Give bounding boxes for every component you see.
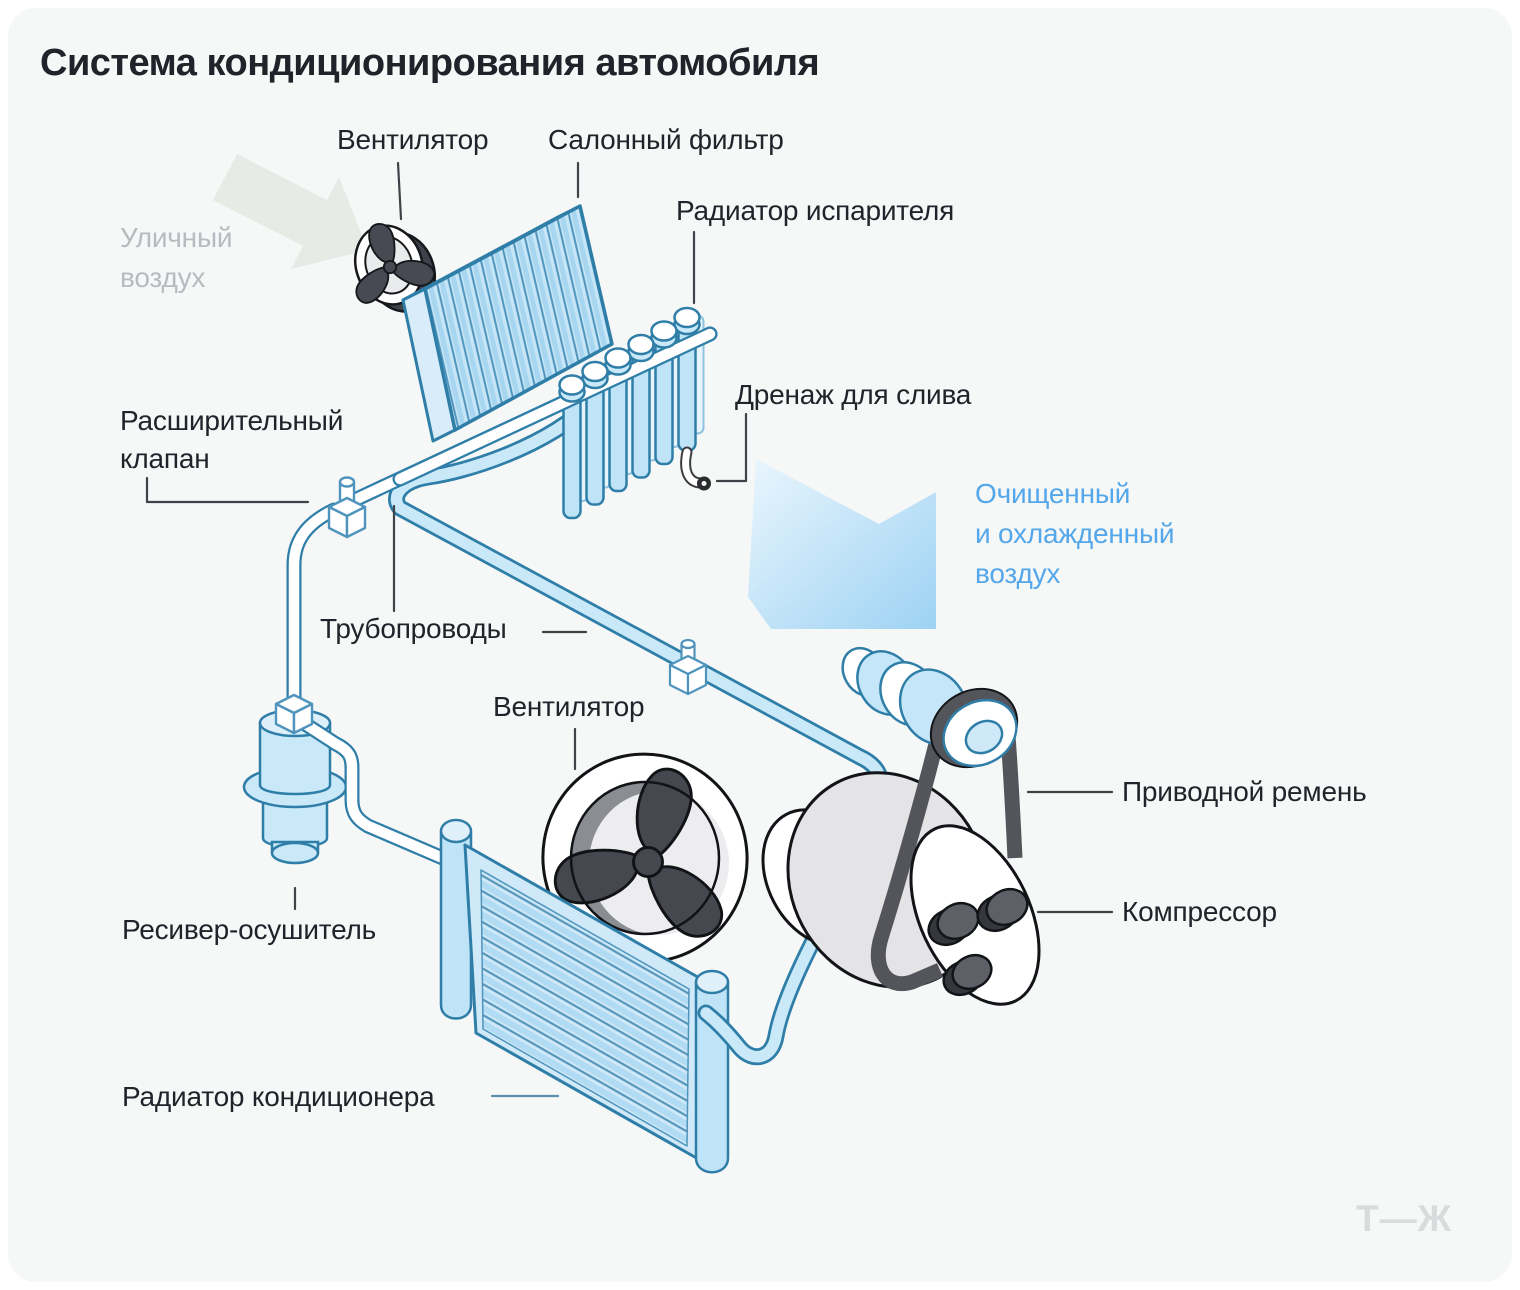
label-drain: Дренаж для слива — [735, 379, 972, 410]
discharge-pipe — [697, 889, 845, 1066]
label-fan-top: Вентилятор — [337, 124, 489, 155]
outside-air-arrow-icon — [213, 154, 368, 269]
label-fan-bottom: Вентилятор — [493, 691, 645, 722]
cabin-filter-icon — [401, 204, 614, 443]
label-outside-air: Уличный воздух — [120, 222, 233, 293]
compressor-icon — [761, 701, 1041, 1006]
label-evaporator: Радиатор испарителя — [676, 195, 955, 226]
compressor-bolts-icon — [927, 887, 1029, 997]
drain-tube-icon — [680, 446, 706, 489]
brand-logo: Т—Ж — [1356, 1198, 1453, 1239]
evaporator-icon — [392, 306, 718, 520]
condenser-icon — [439, 818, 730, 1174]
label-cabin-filter: Салонный фильтр — [548, 124, 784, 155]
connector-lines — [145, 161, 1114, 1098]
label-expansion-valve: Расширительный клапан — [120, 405, 344, 474]
label-drive-belt: Приводной ремень — [1122, 776, 1367, 807]
label-compressor: Компрессор — [1122, 896, 1277, 927]
page-title: Система кондиционирования автомобиля — [40, 42, 820, 84]
label-receiver-dryer: Ресивер-осушитель — [122, 914, 377, 945]
receiver-dryer-icon — [242, 693, 460, 870]
condenser-fan-icon — [541, 752, 749, 964]
drive-belt-icon — [870, 701, 954, 992]
label-pipes: Трубопроводы — [320, 613, 507, 644]
clean-air-arrow-icon — [748, 459, 936, 629]
expansion-valve-icon — [327, 476, 367, 539]
pulley-icon — [841, 646, 1019, 769]
label-clean-air: Очищенный и охлажденный воздух — [975, 478, 1175, 589]
valve-to-receiver-pipe — [286, 502, 342, 710]
label-condenser: Радиатор кондиционера — [122, 1081, 435, 1112]
pipe-fitting-icon — [668, 638, 708, 696]
cabin-fan-icon — [349, 219, 438, 313]
